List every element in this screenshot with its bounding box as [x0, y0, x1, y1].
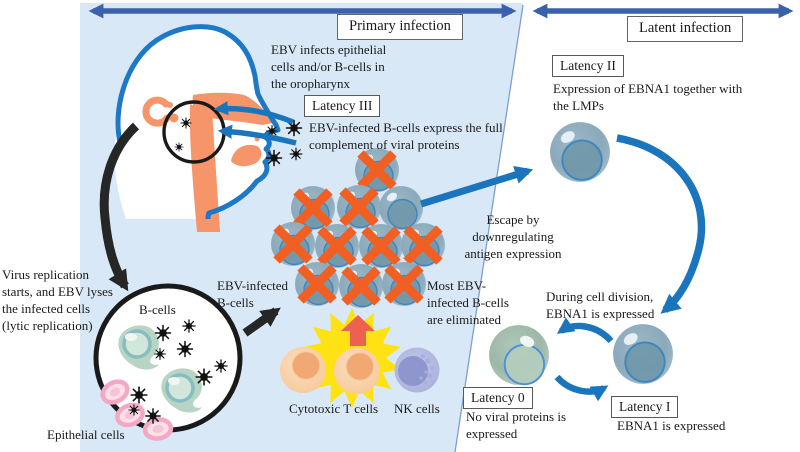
epithelial-cells-label: Epithelial cells: [47, 427, 125, 442]
b-cell-green: [161, 368, 202, 413]
latency2-cell: [549, 121, 611, 183]
b-cell-green: [118, 325, 159, 370]
tongue: [231, 144, 262, 167]
arrow-head-to-lysis: [99, 122, 140, 292]
virus-icon: [180, 117, 192, 129]
virus-icon: [174, 142, 184, 152]
ear-icon: [142, 96, 171, 127]
latency0-cell: [488, 324, 550, 386]
virus-replication-text: Virus replication starts, and EBV lyses …: [2, 267, 113, 334]
ebv-infected-bcells-label: EBV-infected B-cells: [217, 278, 288, 311]
latency2-label: Latency II: [552, 55, 624, 78]
arrow-escape-to-latency2: [419, 166, 534, 208]
lytic-replication-circle: [93, 283, 243, 441]
virus-entry-arrows: [213, 101, 297, 146]
throat-column: [189, 104, 220, 232]
b-cell-crossed: [400, 222, 446, 268]
nk-cell: [394, 347, 440, 393]
most-eliminated-text: Most EBV-infected B-cells are eliminated: [427, 278, 509, 328]
b-cell-escaped: [378, 185, 424, 231]
epithelial-cells-pink: [100, 379, 174, 441]
cytotoxic-tcells-label: Cytotoxic T cells: [289, 401, 379, 416]
b-cell-crossed: [270, 221, 316, 267]
latency0-text: No viral proteins is expressed: [466, 409, 567, 442]
kill-arrow-up: [341, 315, 375, 346]
head-outline: [115, 24, 281, 220]
head-oropharynx-illustration: [114, 24, 281, 232]
arrow-lysis-to-bcells: [242, 307, 281, 337]
b-cell-crossed: [381, 261, 427, 307]
nk-cells-label: NK cells: [394, 401, 440, 416]
b-cell-crossed: [314, 223, 360, 269]
latency0-label: Latency 0: [463, 387, 533, 410]
latency1-cell: [612, 323, 674, 385]
cytotoxic-tcell: [333, 347, 381, 395]
b-cell-crossed: [358, 223, 404, 269]
b-cell-crossed: [336, 184, 382, 230]
latency3-label: Latency III: [304, 95, 381, 118]
infect-oropharynx-text: EBV infects epithelial cells and/or B-ce…: [271, 42, 387, 92]
latency2-text: Expression of EBNA1 together with the LM…: [553, 81, 743, 114]
b-cell-crossed: [294, 261, 340, 307]
latency1-label: Latency I: [611, 396, 679, 419]
bcells-label: B-cells: [139, 302, 176, 317]
cell-division-cycle-arrows: [554, 317, 614, 402]
latent-infection-title: Latent infection: [627, 16, 744, 42]
latency3-text: EBV-infected B-cells express the full co…: [309, 120, 503, 153]
cell-division-text: During cell division, EBNA1 is expressed: [546, 289, 655, 322]
cytotoxic-tcell: [279, 346, 327, 394]
arrow-latency2-to-latency1: [616, 134, 706, 314]
latency1-text: EBNA1 is expressed: [617, 418, 726, 433]
zone-divider-line: [454, 4, 524, 452]
primary-infection-title: Primary infection: [337, 14, 463, 40]
escape-text: Escape by downregulating antigen express…: [464, 212, 562, 262]
b-cell-crossed: [338, 263, 384, 309]
